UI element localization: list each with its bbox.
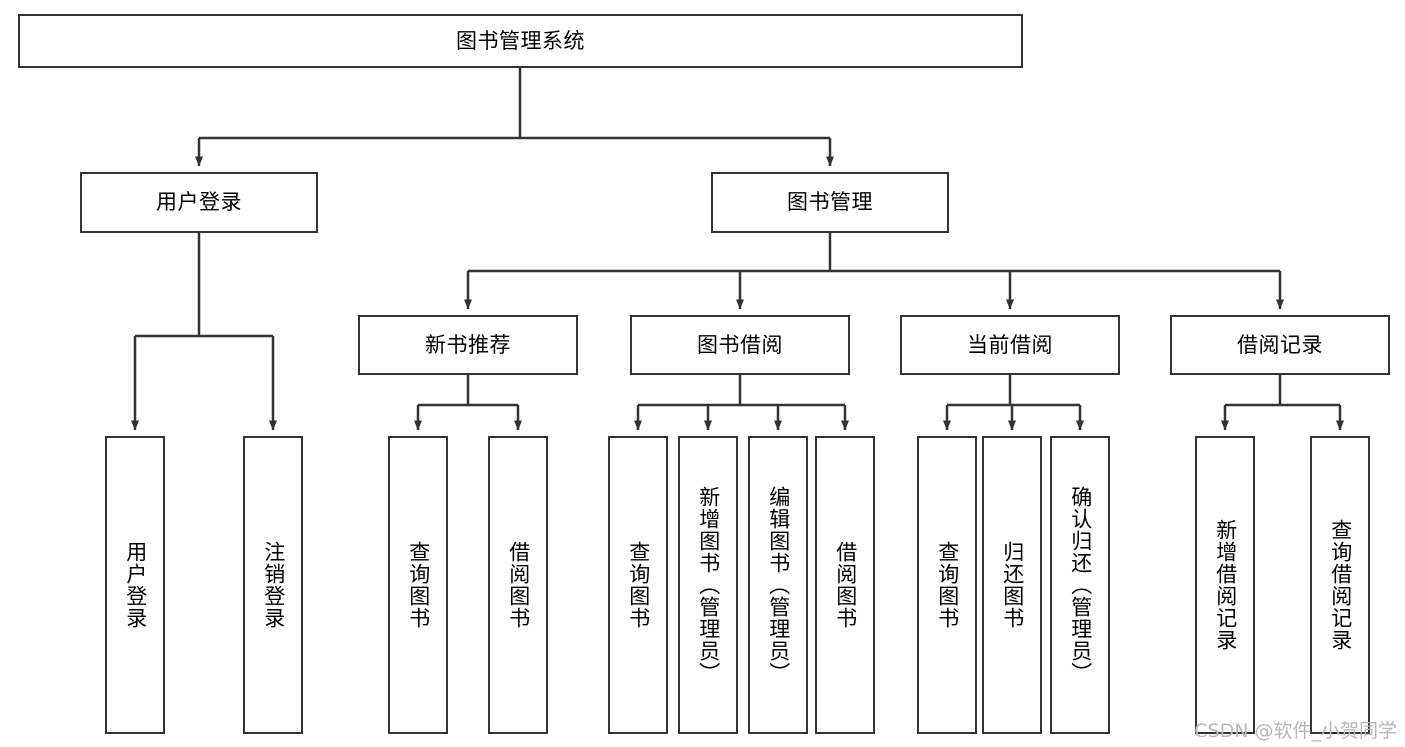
node-new-book-rec-label: 新书推荐 [425,332,511,357]
node-current-borrow-label: 当前借阅 [967,332,1053,357]
node-current-borrow[interactable]: 当前借阅 [900,315,1120,375]
node-leaf-query-book-1-label: 查询图书 [406,541,431,629]
node-book-borrow[interactable]: 图书借阅 [630,315,850,375]
node-leaf-borrow-book-1[interactable]: 借阅图书 [488,436,548,734]
node-borrow-record[interactable]: 借阅记录 [1170,315,1390,375]
node-book-borrow-label: 图书借阅 [697,332,783,357]
node-leaf-borrow-book-2-label: 借阅图书 [833,541,858,629]
node-leaf-confirm-return-label: 确认归还（管理员） [1068,486,1093,684]
node-leaf-borrow-book-2[interactable]: 借阅图书 [815,436,875,734]
node-leaf-query-book-1[interactable]: 查询图书 [388,436,448,734]
node-leaf-add-record[interactable]: 新增借阅记录 [1195,436,1255,734]
node-leaf-borrow-book-1-label: 借阅图书 [506,541,531,629]
node-user-login-label: 用户登录 [156,190,242,214]
node-leaf-edit-book[interactable]: 编辑图书（管理员） [748,436,808,734]
node-book-manage[interactable]: 图书管理 [711,172,949,233]
node-leaf-query-book-3-label: 查询图书 [935,541,960,629]
node-user-login[interactable]: 用户登录 [80,172,318,233]
node-root-label: 图书管理系统 [456,28,585,53]
node-new-book-rec[interactable]: 新书推荐 [358,315,578,375]
node-leaf-add-book-label: 新增图书（管理员） [696,486,721,684]
node-leaf-query-book-3[interactable]: 查询图书 [917,436,977,734]
node-leaf-query-record[interactable]: 查询借阅记录 [1310,436,1370,734]
node-leaf-logout-label: 注销登录 [261,541,286,629]
node-leaf-query-record-label: 查询借阅记录 [1328,519,1353,651]
node-leaf-query-book-2-label: 查询图书 [626,541,651,629]
node-leaf-confirm-return[interactable]: 确认归还（管理员） [1050,436,1110,734]
node-borrow-record-label: 借阅记录 [1237,332,1323,357]
node-root[interactable]: 图书管理系统 [18,14,1023,68]
node-leaf-edit-book-label: 编辑图书（管理员） [766,486,791,684]
node-leaf-add-record-label: 新增借阅记录 [1213,519,1238,651]
node-book-manage-label: 图书管理 [787,190,873,214]
node-leaf-user-login[interactable]: 用户登录 [105,436,165,734]
node-leaf-return-book[interactable]: 归还图书 [982,436,1042,734]
node-leaf-add-book[interactable]: 新增图书（管理员） [678,436,738,734]
node-leaf-return-book-label: 归还图书 [1000,541,1025,629]
node-leaf-user-login-label: 用户登录 [123,541,148,629]
watermark: CSDN @软件_小贺同学 [1194,720,1397,742]
node-leaf-logout[interactable]: 注销登录 [243,436,303,734]
node-leaf-query-book-2[interactable]: 查询图书 [608,436,668,734]
